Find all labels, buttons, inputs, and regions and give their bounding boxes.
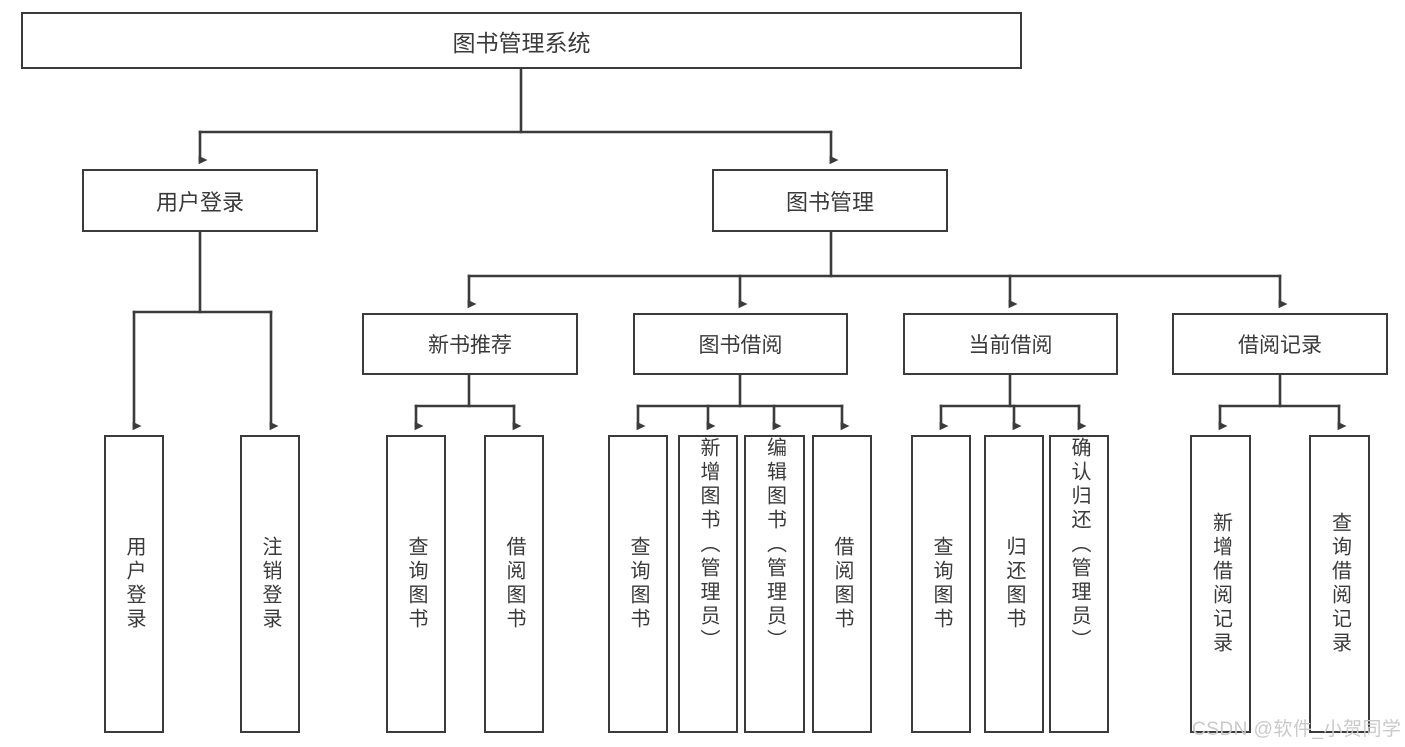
node-label: 借阅图书 [503,536,525,632]
node-label: 图书管理系统 [452,29,591,56]
leaf-borrow-book-nb[interactable]: 借阅图书 [484,435,544,733]
node-label: 编辑图书（管理员） [763,437,786,653]
node-current-borrow[interactable]: 当前借阅 [903,313,1118,375]
node-root-system[interactable]: 图书管理系统 [21,12,1022,69]
leaf-edit-book-admin[interactable]: 编辑图书（管理员） [744,435,805,733]
leaf-query-book-nb[interactable]: 查询图书 [386,435,446,733]
node-label: 新增借阅记录 [1209,512,1232,656]
node-label: 图书管理 [785,189,874,215]
node-label: 新书推荐 [428,334,512,357]
leaf-confirm-return-admin[interactable]: 确认归还（管理员） [1049,435,1109,733]
node-label: 新增图书（管理员） [697,437,719,653]
node-label: 用户登录 [123,536,145,632]
node-label: 用户登录 [155,189,244,215]
node-new-book-recommend[interactable]: 新书推荐 [362,313,578,375]
node-label: 注销登录 [259,536,281,632]
node-label: 查询图书 [405,536,427,632]
leaf-query-borrow-record[interactable]: 查询借阅记录 [1309,435,1370,733]
node-book-management[interactable]: 图书管理 [712,169,948,232]
node-label: 当前借阅 [968,334,1053,357]
node-label: 归还图书 [1003,536,1025,632]
leaf-borrow-book-bb[interactable]: 借阅图书 [812,435,872,733]
leaf-query-book-cb[interactable]: 查询图书 [911,435,971,733]
watermark-text: CSDN @软件_小贺同学 [1192,719,1402,740]
leaf-add-book-admin[interactable]: 新增图书（管理员） [678,435,738,733]
node-user-login[interactable]: 用户登录 [82,169,318,232]
node-label: 查询借阅记录 [1328,512,1351,656]
node-label: 借阅记录 [1238,334,1322,357]
node-label: 查询图书 [627,536,649,632]
node-borrow-record[interactable]: 借阅记录 [1172,313,1388,375]
leaf-add-borrow-record[interactable]: 新增借阅记录 [1190,435,1251,733]
node-label: 查询图书 [930,536,952,632]
leaf-query-book-bb[interactable]: 查询图书 [608,435,668,733]
node-label: 借阅图书 [831,536,853,632]
node-label: 确认归还（管理员） [1068,437,1090,653]
leaf-return-book[interactable]: 归还图书 [984,435,1044,733]
node-book-borrow[interactable]: 图书借阅 [633,313,848,375]
leaf-user-login[interactable]: 用户登录 [104,435,164,733]
node-label: 图书借阅 [698,334,783,357]
leaf-logout[interactable]: 注销登录 [240,435,300,733]
